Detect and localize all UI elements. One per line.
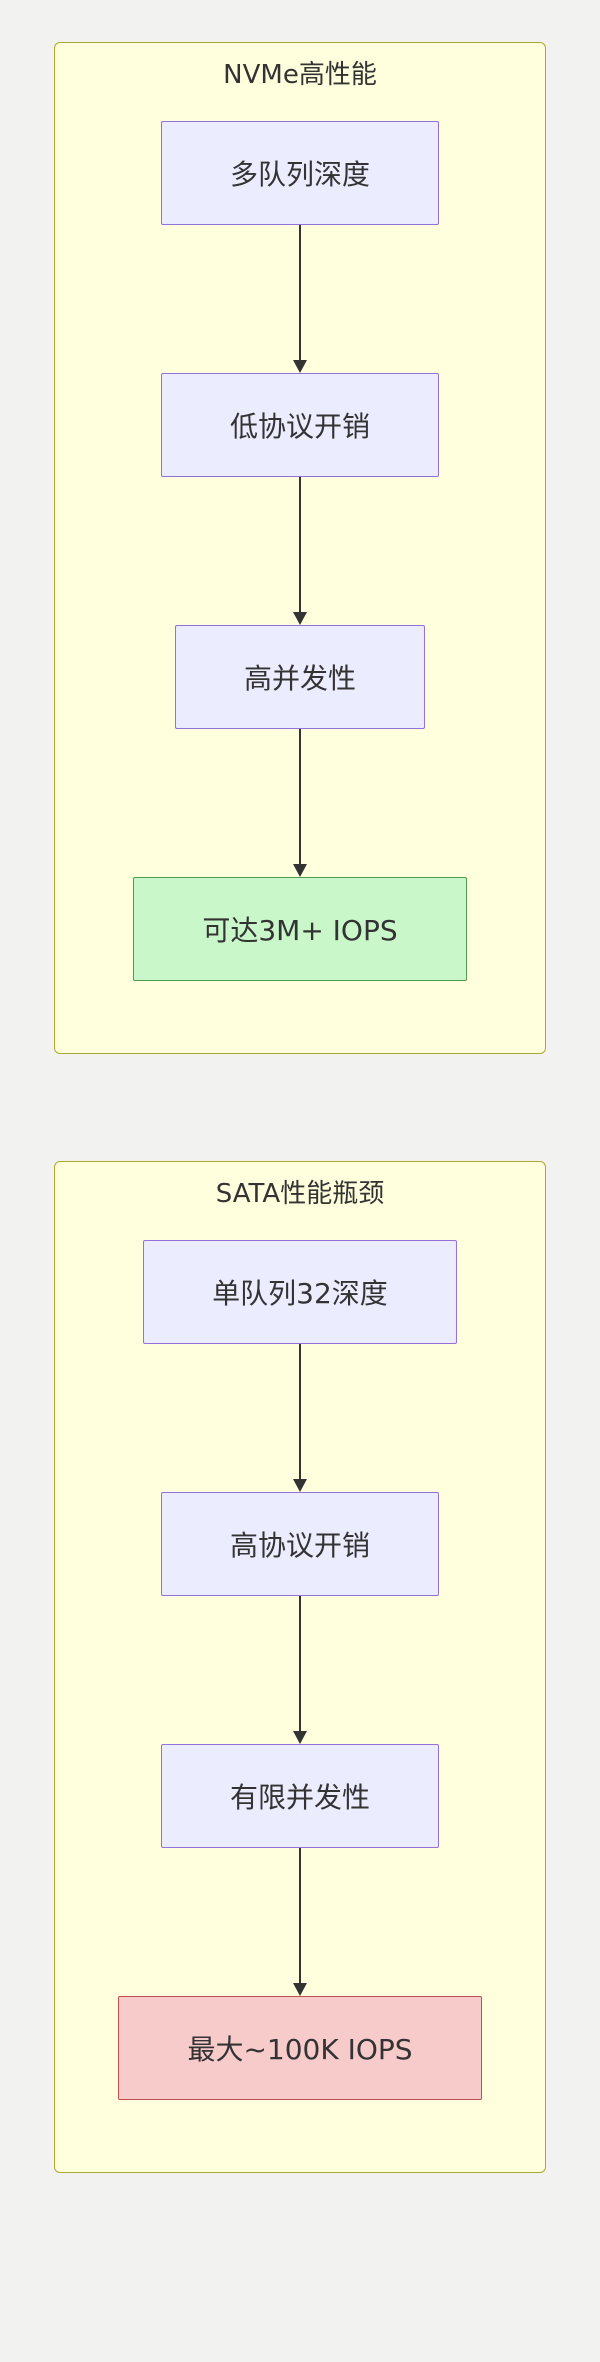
arrow-line — [299, 728, 301, 865]
flow-node-single-queue-depth: 单队列32深度 — [143, 1239, 457, 1344]
cluster-sata: SATA性能瓶颈 单队列32深度 高协议开销 有限并发性 最大~100K IOP… — [54, 1160, 546, 2173]
down-arrow-connector — [293, 224, 307, 373]
down-arrow-connector — [293, 1343, 307, 1492]
flow-node-sata-iops-result: 最大~100K IOPS — [118, 1995, 482, 2100]
arrow-head-icon — [293, 1730, 307, 1744]
down-arrow-connector — [293, 1847, 307, 1996]
down-arrow-connector — [293, 1595, 307, 1744]
cluster-nvme: NVMe高性能 多队列深度 低协议开销 高并发性 可达3M+ IOPS — [54, 42, 546, 1054]
flow-node-high-concurrency: 高并发性 — [174, 624, 425, 729]
arrow-head-icon — [293, 863, 307, 877]
flow-node-multi-queue-depth: 多队列深度 — [160, 120, 439, 225]
cluster-nvme-title: NVMe高性能 — [223, 60, 377, 90]
arrow-line — [299, 1343, 301, 1480]
flow-node-limited-concurrency: 有限并发性 — [160, 1743, 439, 1848]
arrow-line — [299, 1847, 301, 1984]
arrow-head-icon — [293, 611, 307, 625]
arrow-head-icon — [293, 1478, 307, 1492]
flow-node-low-protocol-overhead: 低协议开销 — [160, 372, 439, 477]
arrow-line — [299, 1595, 301, 1732]
arrow-line — [299, 224, 301, 361]
flow-node-high-protocol-overhead: 高协议开销 — [160, 1491, 439, 1596]
flow-node-nvme-iops-result: 可达3M+ IOPS — [133, 876, 467, 981]
down-arrow-connector — [293, 476, 307, 625]
arrow-head-icon — [293, 1982, 307, 1996]
cluster-sata-title: SATA性能瓶颈 — [215, 1178, 385, 1209]
arrow-line — [299, 476, 301, 613]
arrow-head-icon — [293, 359, 307, 373]
down-arrow-connector — [293, 728, 307, 877]
